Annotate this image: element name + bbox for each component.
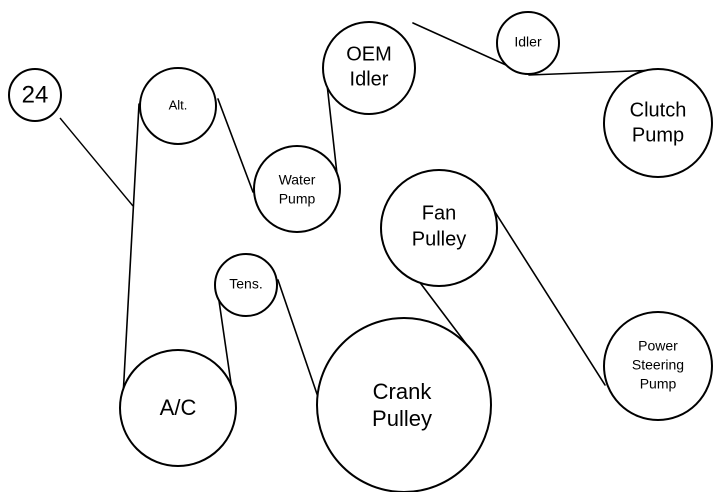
pulley-label-water-pump-line-1: Water: [279, 172, 316, 188]
pulley-ac: A/C: [119, 349, 237, 467]
pulley-fan: Fan Pulley: [380, 169, 498, 287]
pulley-label-clutch-pump-line-1: Clutch: [630, 99, 687, 121]
belt-segment-tens-ac: [216, 286, 234, 398]
belt-segment-idler-clutch: [528, 69, 660, 76]
callout-number-text: 24: [22, 81, 49, 108]
pulley-clutch-pump: Clutch Pump: [603, 68, 713, 178]
belt-segment-tens-crank: [277, 279, 319, 398]
pulley-label-oem-idler-line-1: OEM: [346, 43, 392, 65]
pulley-label-fan-line-1: Fan: [422, 202, 456, 224]
belt-segment-ac-alt: [122, 103, 140, 398]
callout-number-badge: 24: [8, 68, 62, 122]
pulley-label-alternator: Alt.: [169, 97, 188, 112]
pulley-label-power-steering-line-2: Steering: [632, 357, 684, 373]
pulley-power-steering-pump: Power Steering Pump: [603, 311, 713, 421]
pulley-water-pump: Water Pump: [253, 145, 341, 233]
pulley-alternator: Alt.: [139, 67, 217, 145]
pulley-crank: Crank Pulley: [316, 317, 492, 492]
belt-segment-fan-powersteering: [487, 200, 606, 386]
pulley-label-crank-line-2: Pulley: [372, 406, 432, 431]
pulley-oem-idler: OEM Idler: [322, 21, 416, 115]
pulley-label-power-steering-line-3: Pump: [640, 376, 677, 392]
belt-segment-alt-waterpump: [217, 98, 254, 193]
pulley-label-fan-line-2: Pulley: [412, 228, 466, 250]
pulley-label-idler: Idler: [514, 34, 542, 50]
pulley-label-ac: A/C: [160, 395, 197, 420]
pulley-label-water-pump-line-2: Pump: [279, 191, 316, 207]
pulley-label-clutch-pump-line-2: Pump: [632, 124, 684, 146]
pulley-label-tensioner: Tens.: [229, 276, 262, 292]
pulley-idler: Idler: [496, 11, 560, 75]
pulley-label-crank-line-1: Crank: [373, 379, 433, 404]
pulley-label-oem-idler-line-2: Idler: [350, 68, 389, 90]
pulley-label-power-steering-line-1: Power: [638, 338, 678, 354]
pulley-tensioner: Tens.: [214, 253, 278, 317]
callout-leader-line: [59, 117, 134, 207]
